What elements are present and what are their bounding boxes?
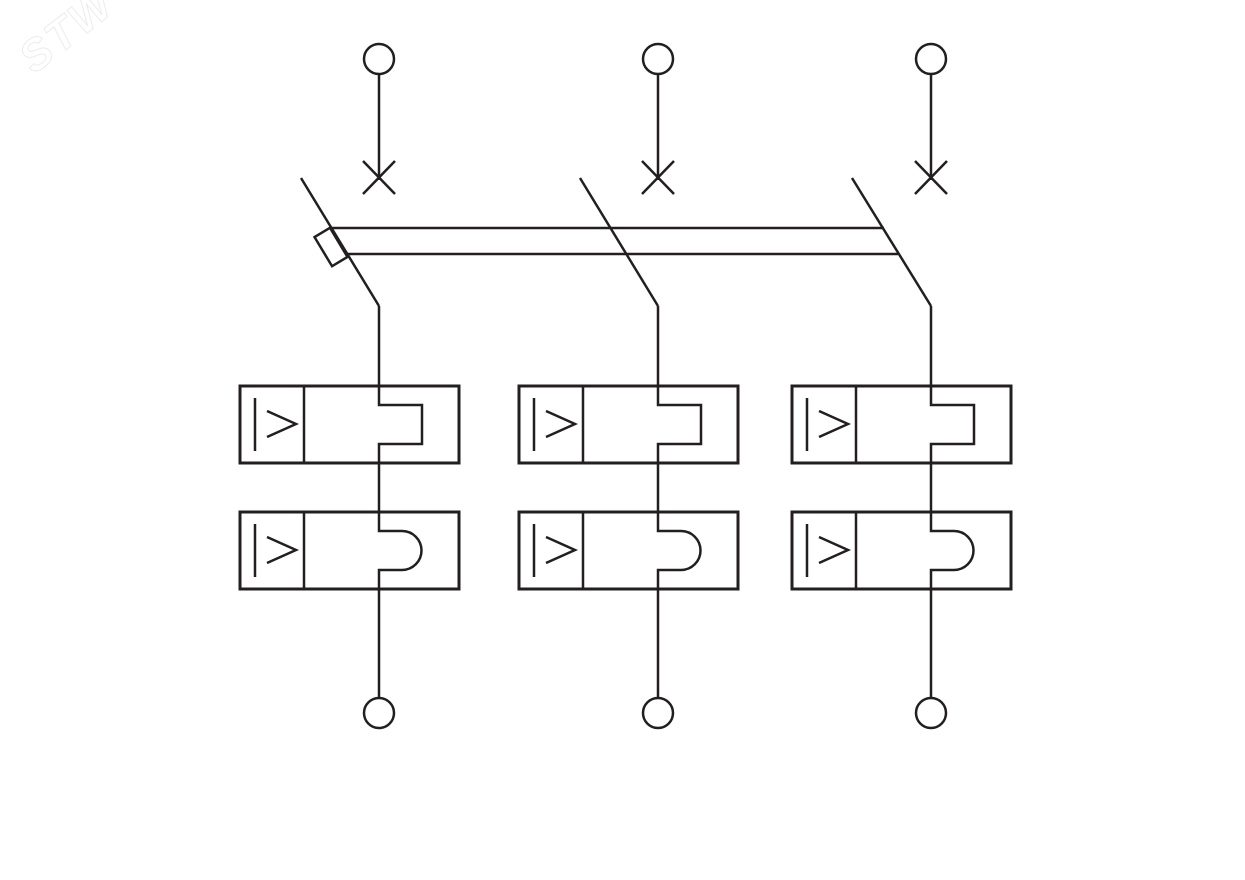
magnetic-element-p3 (929, 512, 975, 589)
isolator-x-b-p3 (914, 160, 948, 195)
relay-chevron-p1-1 (266, 409, 300, 439)
supply-terminal-p3 (914, 42, 948, 76)
switch-blade-p2 (578, 177, 660, 307)
relay-block-p3-1 (790, 384, 1013, 465)
switch-blade-p1 (299, 177, 381, 307)
magnetic-element-p1 (377, 512, 423, 589)
handle-lever-icon (312, 226, 350, 268)
thermal-element-p1 (377, 386, 424, 463)
relay-block-p1-1 (238, 384, 461, 465)
load-terminal-p2 (641, 696, 675, 730)
thermal-element-p3 (929, 386, 976, 463)
relay-chevron-p1-2 (266, 535, 300, 565)
supply-terminal-p2 (641, 42, 675, 76)
isolator-x-b-p1 (362, 160, 396, 195)
supply-terminal-p1 (362, 42, 396, 76)
relay-chevron-p3-1 (818, 409, 852, 439)
isolator-x-b-p2 (641, 160, 675, 195)
magnetic-element-p2 (656, 512, 702, 589)
load-terminal-p3 (914, 696, 948, 730)
relay-block-p2-1 (517, 384, 740, 465)
thermal-element-p2 (656, 386, 703, 463)
switch-blade-p3 (850, 177, 933, 307)
relay-chevron-p2-1 (545, 409, 579, 439)
relay-block-p1-2 (238, 510, 461, 591)
relay-chevron-p3-2 (818, 535, 852, 565)
load-terminal-p1 (362, 696, 396, 730)
relay-chevron-p2-2 (545, 535, 579, 565)
relay-block-p2-2 (517, 510, 740, 591)
relay-block-p3-2 (790, 510, 1013, 591)
